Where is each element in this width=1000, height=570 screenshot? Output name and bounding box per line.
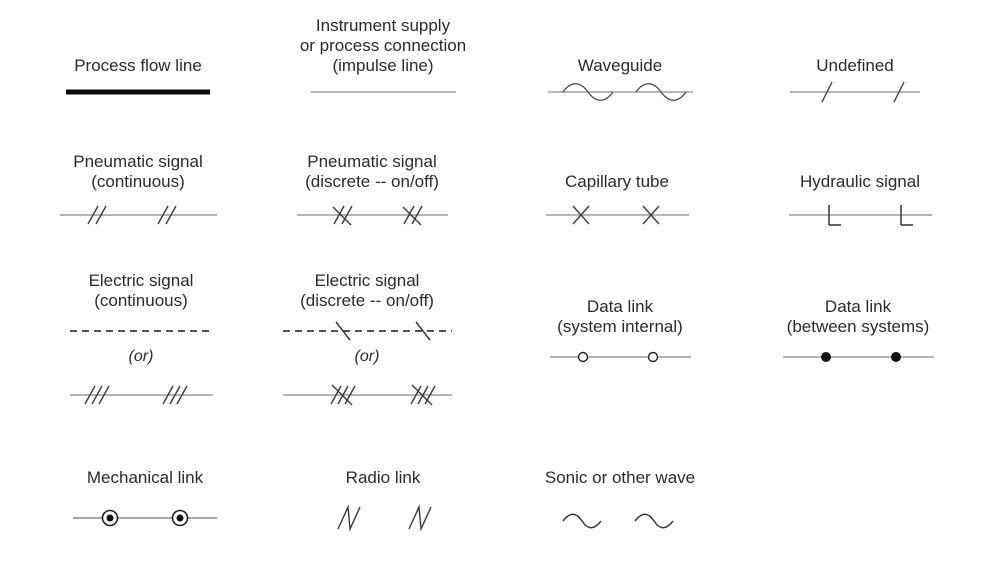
process-flow-line-symbol-icon [66, 89, 210, 95]
pneumatic-continuous-label-2: (continuous) [91, 172, 185, 191]
legend-entry-pneumatic-discrete: Pneumatic signal (discrete -- on/off) [262, 148, 482, 232]
electric-discrete-slash-symbol-icon [282, 384, 452, 406]
pneumatic-discrete-label-1: Pneumatic signal [307, 152, 437, 171]
mechanical-link-symbol-icon [73, 509, 217, 527]
mechanical-link-label: Mechanical link [86, 468, 204, 487]
waveguide-symbol-icon [547, 83, 693, 101]
pneumatic-continuous-symbol-icon [59, 205, 217, 225]
hydraulic-signal-label: Hydraulic signal [800, 172, 920, 191]
sonic-wave-label: Sonic or other wave [544, 468, 696, 487]
data-link-internal-label-2: (system internal) [557, 317, 683, 336]
electric-continuous-dashed-symbol-icon [69, 330, 213, 332]
instrument-supply-symbol-icon [310, 91, 456, 93]
data-link-internal-symbol-icon [549, 351, 691, 363]
pneumatic-continuous-label-1: Pneumatic signal [73, 152, 203, 171]
capillary-tube-symbol-icon [545, 205, 689, 225]
instrument-supply-label-2: or process connection [299, 36, 467, 55]
process-flow-line-label: Process flow line [74, 56, 202, 75]
legend-entry-data-link-between: Data link (between systems) [748, 267, 968, 376]
radio-link-symbol-icon [337, 504, 432, 532]
pneumatic-discrete-label-2: (discrete -- on/off) [305, 172, 439, 191]
instrument-supply-label-3: (impulse line) [332, 56, 434, 75]
electric-discrete-dashed-symbol-icon [282, 321, 452, 341]
undefined-symbol-icon [790, 81, 920, 103]
electric-discrete-label-1: Electric signal [314, 271, 420, 290]
legend-entry-electric-continuous: Electric signal (continuous) (or) [30, 267, 252, 413]
legend-entry-instrument-supply: Instrument supply or process connection … [273, 10, 493, 105]
legend-entry-pneumatic-continuous: Pneumatic signal (continuous) [30, 148, 246, 232]
legend-entry-radio-link: Radio link [273, 466, 493, 545]
legend-entry-mechanical-link: Mechanical link [35, 466, 255, 545]
waveguide-label: Waveguide [577, 56, 663, 75]
hydraulic-signal-symbol-icon [788, 205, 932, 226]
electric-continuous-label-1: Electric signal [88, 271, 194, 290]
undefined-label: Undefined [816, 56, 894, 75]
capillary-tube-label: Capillary tube [565, 172, 669, 191]
sonic-wave-symbol-icon [562, 513, 674, 529]
electric-discrete-or-label: (or) [354, 348, 380, 365]
data-link-between-label-1: Data link [824, 297, 892, 316]
legend-entry-waveguide: Waveguide [520, 10, 720, 105]
legend-entry-electric-discrete: Electric signal (discrete -- on/off) (or… [257, 267, 477, 413]
instrument-supply-label-1: Instrument supply [315, 16, 451, 35]
data-link-between-label-2: (between systems) [786, 317, 930, 336]
data-link-between-symbol-icon [782, 352, 934, 362]
pneumatic-discrete-symbol-icon [296, 205, 448, 226]
legend-entry-process-flow-line: Process flow line [30, 10, 246, 105]
radio-link-label: Radio link [345, 468, 421, 487]
electric-discrete-label-2: (discrete -- on/off) [300, 291, 434, 310]
data-link-internal-label-1: Data link [586, 297, 654, 316]
legend-entry-hydraulic-signal: Hydraulic signal [760, 148, 960, 232]
legend-entry-undefined: Undefined [755, 10, 955, 105]
electric-continuous-label-2: (continuous) [94, 291, 188, 310]
legend-entry-capillary-tube: Capillary tube [517, 148, 717, 232]
electric-continuous-or-label: (or) [128, 348, 154, 365]
legend-entry-data-link-internal: Data link (system internal) [520, 267, 720, 376]
legend-entry-sonic-wave: Sonic or other wave [510, 466, 730, 545]
electric-continuous-slash-symbol-icon [69, 385, 213, 405]
